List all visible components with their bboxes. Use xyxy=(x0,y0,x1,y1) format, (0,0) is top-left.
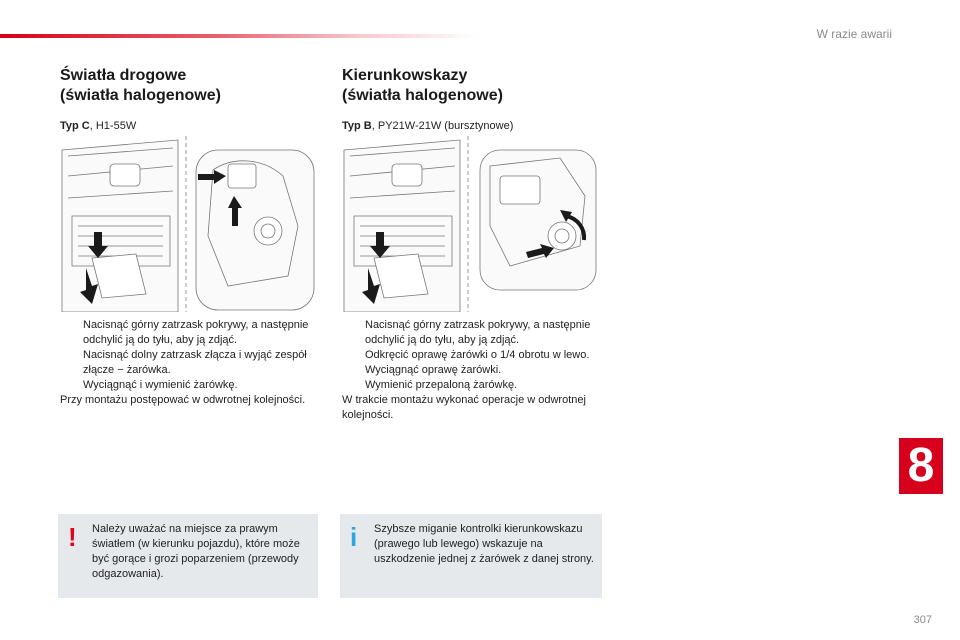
step-text: Nacisnąć górny zatrzask pokrywy, a nastę… xyxy=(365,319,591,346)
step-text: Nacisnąć górny zatrzask pokrywy, a nastę… xyxy=(83,319,309,346)
instruction-step: Nacisnąć górny zatrzask pokrywy, a nastę… xyxy=(60,318,310,348)
right-heading-line1: Kierunkowskazy xyxy=(342,67,468,84)
step-text: Wyciągnąć oprawę żarówki. xyxy=(365,364,502,376)
right-heading: Kierunkowskazy (światła halogenowe) xyxy=(342,66,604,106)
warning-text: Należy uważać na miejsce za prawym świat… xyxy=(92,523,300,580)
left-heading-line1: Światła drogowe xyxy=(60,67,187,84)
page-number: 307 xyxy=(913,614,932,626)
exclamation-icon: ! xyxy=(68,522,77,552)
instruction-step: Nacisnąć dolny zatrzask złącza i wyjąć z… xyxy=(60,348,310,378)
right-spec-value: , PY21W-21W (bursztynowe) xyxy=(371,120,514,132)
right-bulb-spec: Typ B, PY21W-21W (bursztynowe) xyxy=(342,120,604,132)
step-text: Wymienić przepaloną żarówkę. xyxy=(365,379,518,391)
info-text: Szybsze miganie kontrolki kierunkowskazu… xyxy=(374,523,594,565)
right-instructions: Nacisnąć górny zatrzask pokrywy, a nastę… xyxy=(342,318,592,423)
instruction-step: Wyciągnąć i wymienić żarówkę. xyxy=(60,378,310,393)
section-title: W razie awarii xyxy=(816,27,892,41)
instruction-step: Wyciągnąć oprawę żarówki. xyxy=(342,363,592,378)
left-heading-line2: (światła halogenowe) xyxy=(60,87,221,104)
left-instructions: Nacisnąć górny zatrzask pokrywy, a nastę… xyxy=(60,318,310,408)
right-assembly-note: W trakcie montażu wykonać operacje w odw… xyxy=(342,394,586,421)
right-spec-type: Typ B xyxy=(342,120,372,132)
warning-box: ! Należy uważać na miejsce za prawym świ… xyxy=(58,514,318,598)
instruction-step: Wymienić przepaloną żarówkę. xyxy=(342,378,592,393)
step-text: Odkręcić oprawę żarówki o 1/4 obrotu w l… xyxy=(365,349,590,361)
left-assembly-note: Przy montażu postępować w odwrotnej kole… xyxy=(60,394,306,406)
step-text: Wyciągnąć i wymienić żarówkę. xyxy=(83,379,238,391)
left-column: Światła drogowe (światła halogenowe) Typ… xyxy=(60,66,322,132)
left-heading: Światła drogowe (światła halogenowe) xyxy=(60,66,322,106)
left-spec-type: Typ C xyxy=(60,120,90,132)
step-text: Nacisnąć dolny zatrzask złącza i wyjąć z… xyxy=(83,349,307,376)
left-spec-value: , H1-55W xyxy=(89,120,137,132)
chapter-number-tab: 8 xyxy=(899,438,943,494)
info-box: i Szybsze miganie kontrolki kierunkowska… xyxy=(340,514,602,598)
header-accent-bar xyxy=(0,34,480,38)
instruction-step: Nacisnąć górny zatrzask pokrywy, a nastę… xyxy=(342,318,592,348)
headlamp-illustration xyxy=(61,136,315,312)
info-icon: i xyxy=(350,522,358,552)
instruction-step: Odkręcić oprawę żarówki o 1/4 obrotu w l… xyxy=(342,348,592,363)
right-column: Kierunkowskazy (światła halogenowe) Typ … xyxy=(342,66,604,132)
right-heading-line2: (światła halogenowe) xyxy=(342,87,503,104)
indicator-illustration xyxy=(343,136,597,312)
left-bulb-spec: Typ C, H1-55W xyxy=(60,120,322,132)
